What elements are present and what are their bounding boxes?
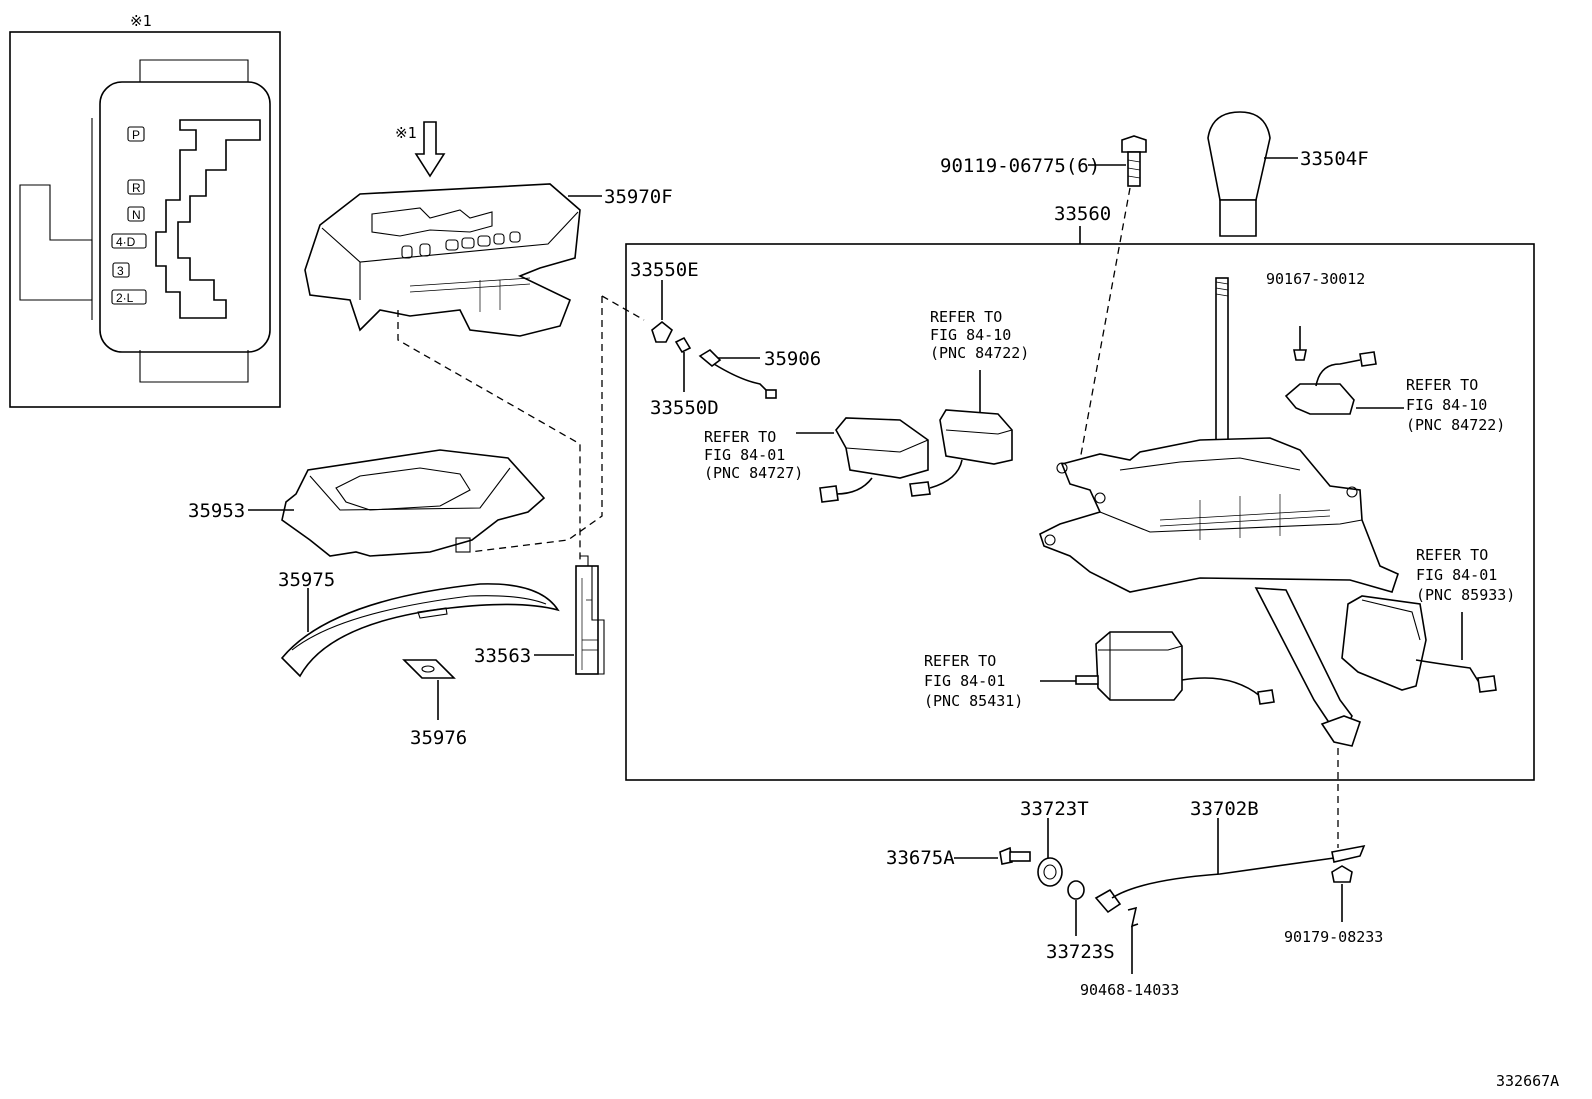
svg-text:(PNC 84722): (PNC 84722) (930, 344, 1029, 362)
guide-housing-to-bracket (397, 310, 581, 562)
svg-text:FIG 84-10: FIG 84-10 (930, 326, 1011, 344)
gate-pos-n: N (132, 208, 141, 222)
gate-pos-3: 3 (117, 264, 124, 278)
svg-text:FIG 84-01: FIG 84-01 (704, 446, 785, 464)
part-35906 (698, 348, 777, 399)
part-33723T (1037, 857, 1063, 887)
svg-text:(PNC 85933): (PNC 85933) (1416, 586, 1515, 604)
assembly-box-33560 (625, 243, 1535, 781)
gate-pos-p: P (132, 128, 140, 142)
svg-text:(PNC 85431): (PNC 85431) (924, 692, 1023, 710)
part-33675A-pin (999, 846, 1031, 865)
part-33550D (674, 336, 692, 354)
guide-bracket-to-plate (469, 296, 603, 553)
callout-33550E: 33550E (630, 259, 699, 281)
part-90167-screw (1293, 326, 1307, 361)
callout-33723T: 33723T (1020, 798, 1089, 820)
svg-text:REFER TO: REFER TO (924, 652, 996, 670)
refer-84727: REFER TO FIG 84-01 (PNC 84727) (704, 428, 803, 482)
callout-33702B: 33702B (1190, 798, 1259, 820)
gate-side-bracket (19, 184, 93, 301)
gate-plate (99, 81, 271, 353)
diagram-id: 332667A (1496, 1072, 1559, 1090)
callout-35906: 35906 (764, 348, 821, 370)
refer-84722-a: REFER TO FIG 84-10 (PNC 84722) (930, 308, 1029, 362)
gate-slot (155, 119, 261, 319)
svg-text:REFER TO: REFER TO (1416, 546, 1488, 564)
callout-35970F: 35970F (604, 186, 673, 208)
part-33550E (651, 320, 674, 343)
callout-33675A: 33675A (886, 847, 955, 869)
part-35976 (402, 659, 456, 679)
svg-text:FIG 84-10: FIG 84-10 (1406, 396, 1487, 414)
part-35953 (281, 449, 546, 557)
part-90468-clip (1127, 906, 1139, 928)
svg-text:(PNC 84722): (PNC 84722) (1406, 416, 1505, 434)
part-module-85933 (1341, 595, 1497, 693)
gate-bottom-tab (139, 350, 249, 383)
part-90179-nut (1331, 865, 1353, 883)
callout-35975: 35975 (278, 569, 335, 591)
gate-pos-r: R (132, 181, 141, 195)
gate-top-tab (139, 59, 249, 82)
svg-text:(PNC 84727): (PNC 84727) (704, 464, 803, 482)
part-shift-lever-assembly (1039, 277, 1399, 747)
refer-85933: REFER TO FIG 84-01 (PNC 85933) (1416, 546, 1515, 604)
part-35970F (304, 183, 581, 337)
callout-90468: 90468-14033 (1080, 981, 1179, 999)
part-33723S (1067, 880, 1085, 900)
inset-shift-gate: ※1 P R N 4·D 3 2·L (9, 12, 281, 408)
callout-35976: 35976 (410, 727, 467, 749)
guide-bolt (1079, 187, 1131, 461)
part-35975 (280, 583, 560, 678)
refer-85431: REFER TO FIG 84-01 (PNC 85431) (924, 652, 1023, 710)
svg-text:REFER TO: REFER TO (704, 428, 776, 446)
part-90119-bolt (1121, 135, 1147, 187)
svg-text:REFER TO: REFER TO (1406, 376, 1478, 394)
callout-33504F: 33504F (1300, 148, 1369, 170)
inset-note-marker: ※1 (130, 12, 152, 30)
part-module-84722-a (909, 409, 1013, 497)
part-33702B-cable (1094, 844, 1366, 914)
inset-frame (9, 31, 281, 408)
down-arrow-icon (414, 121, 446, 178)
callout-35953: 35953 (188, 500, 245, 522)
callout-33550D: 33550D (650, 397, 719, 419)
part-33504F-knob (1207, 111, 1271, 237)
part-solenoid-85431 (1075, 631, 1275, 705)
callout-33723S: 33723S (1046, 941, 1115, 963)
part-module-84727 (819, 417, 929, 503)
detail-arrow: ※1 (395, 121, 446, 178)
callout-33560: 33560 (1054, 203, 1111, 225)
svg-text:FIG 84-01: FIG 84-01 (924, 672, 1005, 690)
callout-90179: 90179-08233 (1284, 928, 1383, 946)
part-module-84722-b (1284, 351, 1377, 415)
gate-labels: P R N 4·D 3 2·L (111, 126, 147, 305)
callout-33563: 33563 (474, 645, 531, 667)
gate-pos-2l: 2·L (116, 291, 134, 305)
part-33563 (575, 555, 605, 675)
arrow-note-marker: ※1 (395, 124, 417, 142)
refer-84722-b: REFER TO FIG 84-10 (PNC 84722) (1406, 376, 1505, 434)
callout-90167: 90167-30012 (1266, 270, 1365, 288)
svg-text:FIG 84-01: FIG 84-01 (1416, 566, 1497, 584)
callout-90119: 90119-06775(6) (940, 155, 1100, 177)
svg-text:REFER TO: REFER TO (930, 308, 1002, 326)
gate-pos-4d: 4·D (116, 235, 136, 249)
